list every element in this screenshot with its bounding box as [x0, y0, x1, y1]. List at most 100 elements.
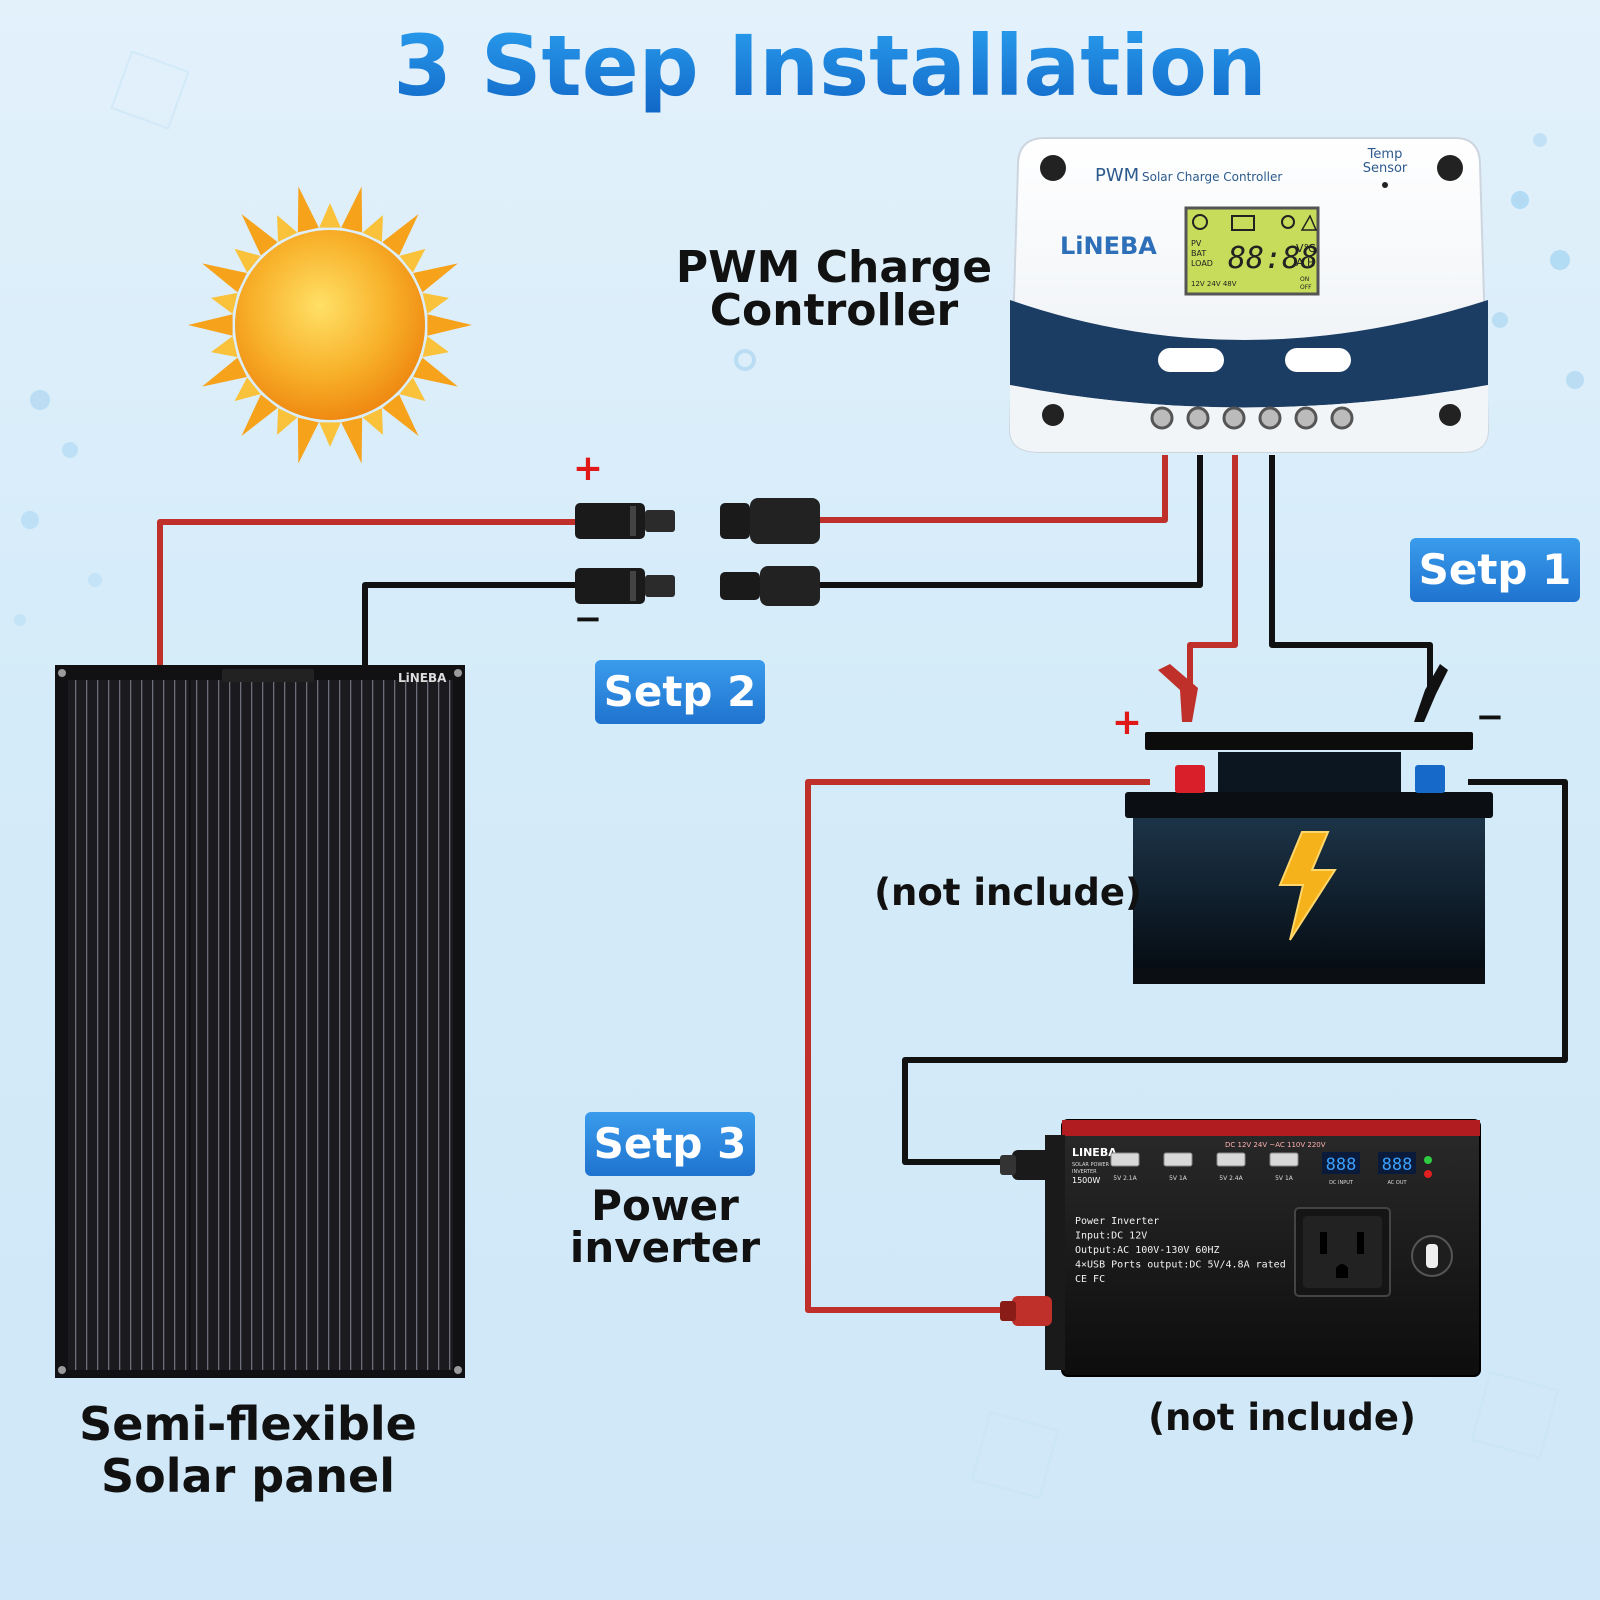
inverter-positive-terminal — [1000, 1296, 1052, 1326]
sun-ray — [382, 394, 419, 437]
power-inverter: LINEBA SOLAR POWER INVERTER 1500W DC 12V… — [1000, 1119, 1481, 1377]
panel-negative-wire — [362, 582, 578, 672]
lcd-warning-icon — [1300, 214, 1318, 231]
lightning-icon — [1278, 831, 1337, 941]
inverter-top-strip: DC 12V 24V ~AC 110V 220V — [1225, 1141, 1326, 1149]
lcd-on: ON — [1300, 276, 1309, 283]
usb-port-label: 5V 1A — [1169, 1175, 1188, 1182]
panel-brand: LiNEBA — [398, 671, 447, 685]
battery-minus: − — [1476, 697, 1505, 737]
battery-plus: + — [1112, 702, 1142, 743]
sun-ray — [234, 377, 261, 402]
lcd-load: LOAD — [1191, 259, 1213, 268]
pwm-charge-controller: PWM Solar Charge Controller Temp Sensor … — [1008, 137, 1490, 453]
sun-ray — [241, 213, 278, 256]
lcd-digits: 88:88 — [1228, 241, 1318, 276]
mc4-female-positive — [720, 498, 820, 544]
background-decoration — [14, 50, 1584, 1500]
ac-out-label: AC OUT — [1387, 1180, 1407, 1186]
controller-label-line2: Controller — [710, 285, 959, 336]
lcd-battery-icon — [1231, 215, 1255, 231]
sun-core — [235, 230, 425, 420]
controller-lcd: PV BAT LOAD 88:88 V℃ A H 12V 24V 48V ON … — [1184, 206, 1320, 296]
sun-ray — [399, 377, 426, 402]
spec-line: CE FC — [1075, 1274, 1105, 1285]
usb-port[interactable] — [1216, 1152, 1246, 1167]
panel-positive-wire — [157, 519, 578, 672]
sun-ray — [422, 336, 449, 358]
sun-ray — [241, 394, 278, 437]
panel-label-line2: Solar panel — [101, 1449, 395, 1503]
step3-badge: Setp 3 — [585, 1112, 755, 1176]
sun-ray — [413, 263, 458, 293]
sun-ray — [297, 417, 319, 464]
sun-ray — [382, 213, 419, 256]
sun-ray — [341, 186, 363, 233]
usb-port-label: 5V 1A — [1275, 1175, 1294, 1182]
sun-icon — [188, 186, 472, 464]
step1-badge: Setp 1 — [1410, 538, 1580, 602]
inverter-label-line1: Power — [591, 1181, 739, 1230]
dc-input-display: 888 — [1326, 1155, 1357, 1175]
sun-ray — [211, 292, 238, 314]
fault-led — [1424, 1170, 1432, 1178]
sun-ray — [297, 186, 319, 233]
wiring — [157, 455, 1568, 1313]
lcd-off: OFF — [1300, 284, 1312, 291]
mc4-male-negative — [575, 568, 675, 604]
battery-note: (not include) — [874, 871, 1142, 914]
battery-positive-lead — [1187, 455, 1238, 690]
inverter-positive-wire — [805, 779, 1150, 1313]
controller-pv-positive-wire — [818, 455, 1168, 523]
sun-rays — [188, 186, 472, 464]
usb-port[interactable] — [1110, 1152, 1140, 1167]
step2-label: Setp 2 — [604, 667, 757, 716]
battery-negative-lead — [1269, 455, 1433, 690]
usb-port[interactable] — [1163, 1152, 1193, 1167]
lcd-pv: PV — [1191, 239, 1202, 248]
inverter-sub1: SOLAR POWER — [1072, 1162, 1110, 1168]
ac-outlet-icon — [1294, 1207, 1391, 1297]
controller-terminals — [1150, 406, 1354, 430]
sun-ray — [319, 203, 341, 228]
sun-ray — [341, 417, 363, 464]
controller-temp-line1: Temp — [1367, 147, 1403, 162]
inverter-watt: 1500W — [1072, 1176, 1100, 1185]
controller-model-prefix: PWM — [1095, 165, 1139, 186]
page-title: 3 Step Installation — [393, 17, 1266, 115]
lcd-bulb-icon — [1281, 215, 1295, 229]
usb-port-label: 5V 2.1A — [1113, 1175, 1137, 1182]
sun-ray — [277, 215, 298, 242]
power-switch[interactable] — [1411, 1235, 1453, 1277]
battery: + − — [1112, 664, 1504, 984]
connector-plus-sign: + — [573, 448, 603, 489]
inverter-note: (not include) — [1148, 1396, 1416, 1439]
sun-ray — [362, 215, 383, 242]
sun-ray — [188, 314, 233, 336]
spec-line: 4×USB Ports output:DC 5V/4.8A rated — [1075, 1260, 1286, 1271]
mc4-female-negative — [720, 566, 820, 606]
panel-label-line1: Semi-flexible — [79, 1397, 417, 1451]
step2-badge: Setp 2 — [595, 660, 765, 724]
lcd-bat: BAT — [1191, 249, 1206, 258]
usb-port[interactable] — [1269, 1152, 1299, 1167]
inverter-brand: LINEBA — [1072, 1146, 1117, 1159]
mc4-male-positive — [575, 503, 675, 539]
lcd-volts: 12V 24V 48V — [1191, 280, 1237, 288]
mc4-connectors: + − — [573, 448, 820, 639]
sun-ray — [234, 248, 261, 273]
sun-ray — [399, 248, 426, 273]
lcd-unit1: V℃ — [1296, 242, 1316, 255]
connector-minus-sign: − — [574, 599, 603, 639]
spec-line: Power Inverter — [1075, 1216, 1159, 1227]
sun-ray — [427, 314, 472, 336]
controller-temp-line2: Sensor — [1363, 161, 1408, 176]
battery-clamp-negative — [1414, 664, 1448, 722]
controller-pv-negative-wire — [818, 455, 1203, 588]
spec-line: Output:AC 100V-130V 60HZ — [1075, 1245, 1220, 1256]
inverter-negative-terminal — [1000, 1150, 1052, 1180]
inverter-label-line2: inverter — [570, 1223, 760, 1272]
